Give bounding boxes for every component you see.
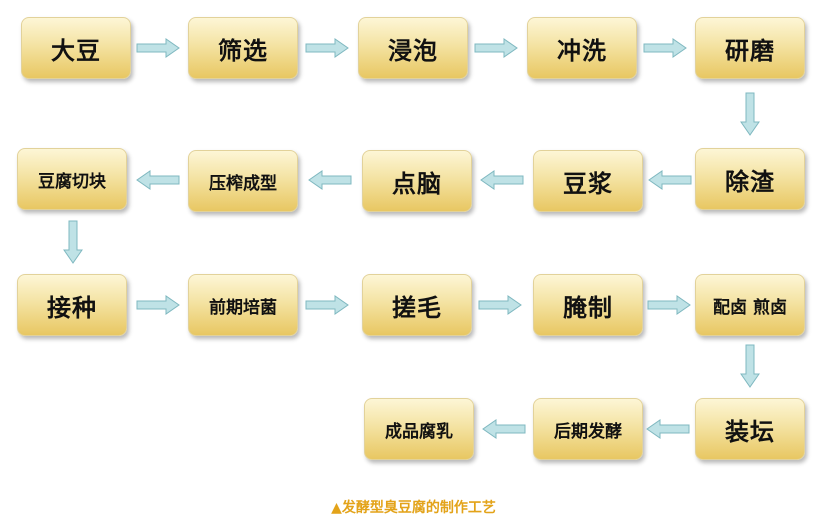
step-yanmo: 研磨 — [695, 17, 805, 79]
arrow-down-icon — [740, 344, 760, 388]
arrow-right-icon — [136, 295, 180, 315]
step-houqi-fajiao: 后期发酵 — [533, 398, 643, 460]
arrow-down-icon — [740, 92, 760, 136]
arrow-right-icon — [305, 295, 349, 315]
arrow-left-icon — [648, 170, 692, 190]
arrow-right-icon — [643, 38, 687, 58]
step-dadou: 大豆 — [21, 17, 131, 79]
arrow-right-icon — [647, 295, 691, 315]
arrow-left-icon — [308, 170, 352, 190]
step-shaixuan: 筛选 — [188, 17, 298, 79]
arrow-right-icon — [478, 295, 522, 315]
arrow-down-icon — [63, 220, 83, 264]
step-peilu-jianlu: 配卤 煎卤 — [695, 274, 805, 336]
step-jinpao: 浸泡 — [358, 17, 468, 79]
arrow-left-icon — [482, 419, 526, 439]
step-chuzha: 除渣 — [695, 148, 805, 210]
arrow-right-icon — [474, 38, 518, 58]
step-zhuangtan: 装坛 — [695, 398, 805, 460]
arrow-left-icon — [136, 170, 180, 190]
arrow-right-icon — [305, 38, 349, 58]
arrow-right-icon — [136, 38, 180, 58]
step-chongxi: 冲洗 — [527, 17, 637, 79]
arrow-left-icon — [480, 170, 524, 190]
step-diannao: 点脑 — [362, 150, 472, 212]
step-qianqi-peijun: 前期培菌 — [188, 274, 298, 336]
step-jiezhong: 接种 — [17, 274, 127, 336]
figure-caption: ▲发酵型臭豆腐的制作工艺 — [331, 500, 496, 516]
step-chengpin-furu: 成品腐乳 — [364, 398, 474, 460]
arrow-left-icon — [646, 419, 690, 439]
step-yanzhi: 腌制 — [533, 274, 643, 336]
step-doufu-qiekuai: 豆腐切块 — [17, 148, 127, 210]
step-cuomao: 搓毛 — [362, 274, 472, 336]
step-yazha-chengxing: 压榨成型 — [188, 150, 298, 212]
step-doujiang: 豆浆 — [533, 150, 643, 212]
